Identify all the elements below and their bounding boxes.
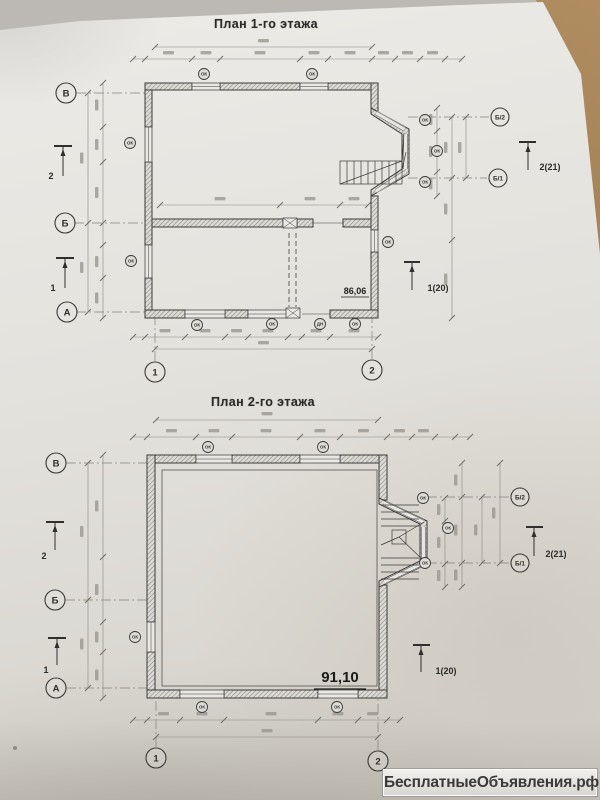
plan2-area-label: 91,10 (321, 669, 359, 686)
svg-text:ОК: ОК (420, 496, 426, 501)
svg-text:В: В (53, 458, 60, 469)
svg-text:2: 2 (41, 551, 46, 561)
plan2-window-marks: ОК ОК ОК ОК ОК ОК ОК ОК (129, 441, 454, 713)
plan1-stairs (339, 132, 407, 185)
svg-text:1: 1 (152, 367, 158, 378)
plan1-window-marks: ОК ОК ОК ОК ОК ОК ОК ОК ОК ОК ОК ДН (124, 68, 443, 331)
plan2-stairs (380, 504, 425, 580)
svg-text:В: В (63, 88, 70, 99)
svg-text:Б/2: Б/2 (495, 114, 505, 121)
svg-text:ОК: ОК (132, 635, 138, 640)
svg-text:ДН: ДН (317, 322, 323, 327)
svg-text:2: 2 (48, 171, 53, 181)
watermark-badge: БесплатныеОбъявления.рф (383, 769, 599, 796)
plan1-walls (144, 82, 410, 319)
svg-text:ОК: ОК (334, 705, 340, 710)
svg-text:1(20): 1(20) (427, 283, 448, 293)
svg-text:ОК: ОК (194, 323, 200, 328)
svg-text:1: 1 (153, 753, 159, 764)
plan2-walls (146, 454, 428, 699)
plan1-section-marks: 2 1 2(21) 1(20) (48, 141, 561, 293)
plan2-section-marks: 2 1 2(21) 1(20) (41, 521, 567, 676)
svg-text:ОК: ОК (445, 526, 451, 531)
plan1-windows (144, 82, 379, 319)
plan1-dimension-lines (80, 39, 470, 353)
svg-text:ОК: ОК (422, 118, 428, 123)
plan1-bay-windows (374, 110, 408, 194)
svg-text:ОК: ОК (205, 445, 211, 450)
svg-text:ОК: ОК (269, 322, 275, 327)
svg-text:А: А (53, 683, 60, 694)
plan1-door-openings (302, 222, 343, 315)
svg-text:Б/1: Б/1 (515, 560, 525, 567)
plan1-dashed-partition (288, 233, 297, 307)
svg-text:2: 2 (375, 756, 380, 767)
svg-text:ОК: ОК (127, 141, 133, 146)
plan2-windows (146, 454, 359, 699)
plan1-vent-ducts (282, 217, 301, 319)
svg-text:А: А (64, 307, 71, 318)
svg-text:Б/2: Б/2 (515, 494, 525, 501)
svg-text:Б: Б (52, 595, 59, 606)
svg-text:Б/1: Б/1 (493, 175, 503, 182)
svg-text:ОК: ОК (199, 705, 205, 710)
plan2-inner-wall-contour (161, 469, 378, 687)
paper-speck (13, 746, 17, 750)
svg-text:ОК: ОК (422, 180, 428, 185)
svg-text:2(21): 2(21) (539, 162, 560, 172)
svg-text:2(21): 2(21) (545, 549, 566, 559)
svg-text:2: 2 (369, 365, 374, 376)
plan2-axis-lines (65, 462, 509, 750)
plan1-axis-bubbles: В Б А 1 2 Б/2Б/1 (54, 82, 510, 383)
svg-text:ОК: ОК (422, 561, 428, 566)
svg-text:ОК: ОК (201, 72, 207, 77)
plan2-dimension-lines (80, 412, 504, 741)
svg-text:1: 1 (50, 283, 55, 293)
svg-text:1: 1 (43, 665, 48, 675)
svg-text:ОК: ОК (320, 445, 326, 450)
svg-text:1(20): 1(20) (435, 666, 456, 676)
svg-text:Б: Б (62, 218, 69, 229)
svg-text:ОК: ОК (352, 322, 358, 327)
svg-text:ОК: ОК (434, 149, 440, 154)
plan1-title: План 1-го этажа (214, 17, 318, 31)
svg-text:ОК: ОК (128, 259, 134, 264)
plan2-title: План 2-го этажа (211, 395, 315, 409)
svg-text:ОК: ОК (309, 72, 315, 77)
plan1-area-label: 86,06 (344, 286, 367, 296)
svg-text:ОК: ОК (385, 240, 391, 245)
